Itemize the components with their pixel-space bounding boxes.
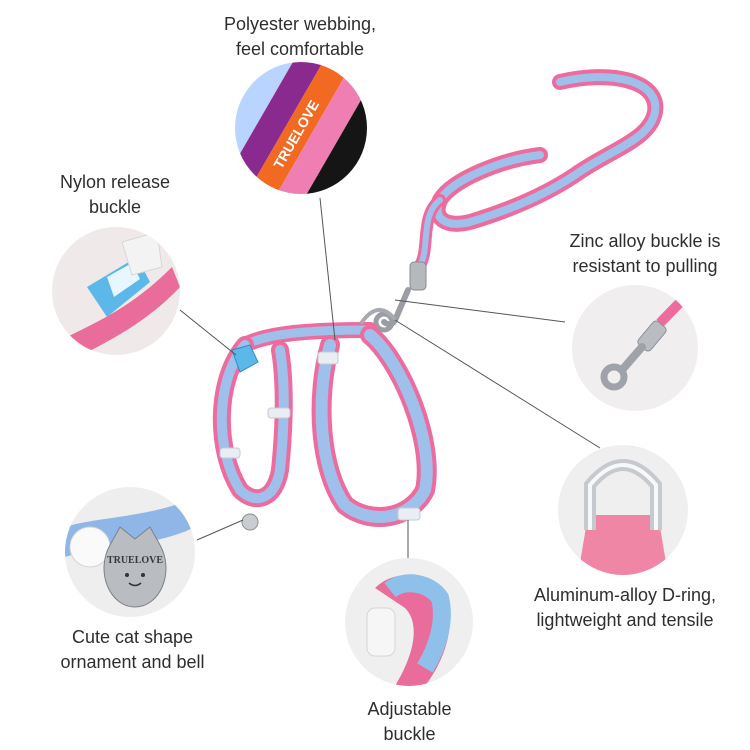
webbing-detail-circle: TRUELOVE <box>235 62 367 194</box>
zinc-buckle-label: Zinc alloy buckle is resistant to pullin… <box>550 229 740 279</box>
adjustable-label-line2: buckle <box>383 724 436 744</box>
tag-text: TRUELOVE <box>107 555 163 566</box>
harness <box>212 308 437 531</box>
zinc-buckle-detail-circle <box>572 285 698 411</box>
release-buckle-label: Nylon release buckle <box>40 170 190 220</box>
release-buckle-label-line2: buckle <box>88 197 142 217</box>
webbing-label-line1: Polyester webbing, <box>223 14 377 34</box>
release-buckle-label-line1: Nylon release <box>59 172 171 192</box>
webbing-label-line2: feel comfortable <box>235 39 365 59</box>
d-ring-detail-circle <box>558 445 688 575</box>
leash <box>414 69 664 271</box>
ornament-label-line2: ornament and bell <box>60 652 205 672</box>
cat-ornament-detail-circle: TRUELOVE <box>65 487 195 617</box>
leader-lines <box>179 197 601 560</box>
d-ring-label: Aluminum-alloy D-ring, lightweight and t… <box>520 583 730 633</box>
adjustable-label-line1: Adjustable <box>367 699 452 719</box>
leash-hook <box>373 261 427 333</box>
adjustable-buckle-detail-circle <box>345 558 473 686</box>
release-buckle-detail-circle <box>52 227 180 355</box>
d-ring-label-line2: lightweight and tensile <box>536 610 714 630</box>
ornament-label: Cute cat shape ornament and bell <box>50 625 215 675</box>
zinc-buckle-label-line1: Zinc alloy buckle is <box>569 231 721 251</box>
webbing-label: Polyester webbing, feel comfortable <box>210 12 390 62</box>
adjustable-label: Adjustable buckle <box>352 697 467 747</box>
ornament-label-line1: Cute cat shape <box>71 627 194 647</box>
zinc-buckle-label-line2: resistant to pulling <box>572 256 718 276</box>
d-ring-label-line1: Aluminum-alloy D-ring, <box>533 585 717 605</box>
